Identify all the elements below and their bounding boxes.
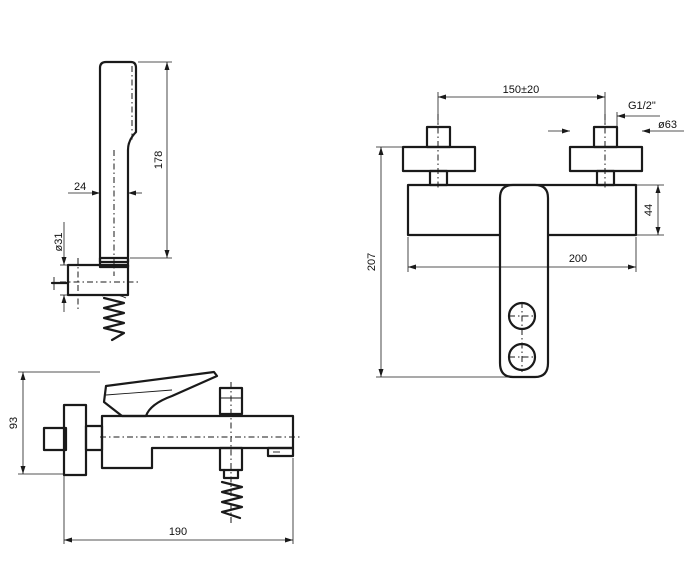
wall-flange [62,403,88,477]
dim-center-distance: 150±20 [503,84,540,96]
left-flange [401,145,477,173]
dim-mixer-height: 93 [8,417,20,429]
dim-mixer-depth: 190 [169,526,187,538]
mixer-front-view: 150±20 G1/2" ø63 44 200 207 [366,84,684,379]
spout-tip [266,446,295,458]
shower-holder [66,263,130,297]
dim-total-height: 207 [366,253,378,271]
mixer-body-side [100,414,295,470]
dim-flange-diameter: ø63 [658,119,677,131]
eccentric-nut [84,424,104,452]
wall-connector [42,426,68,452]
dim-body-width: 200 [569,253,587,265]
mixer-side-view: 93 190 [8,370,300,544]
dim-thread: G1/2" [628,100,656,112]
dim-hand-shower-length: 178 [153,151,165,169]
shower-hose [102,296,126,342]
dim-body-height: 44 [643,204,655,216]
shower-outlet [218,446,244,472]
right-flange [568,145,644,173]
dim-holder-diameter: ø31 [53,233,65,252]
lever-handle [102,370,219,418]
hand-shower-view: 178 24 ø31 [50,60,172,342]
hand-shower-body [98,60,138,264]
handle-plate [498,183,550,379]
dim-hand-shower-width: 24 [74,181,86,193]
shower-holder-cap [98,256,130,269]
side-hose [220,480,244,520]
